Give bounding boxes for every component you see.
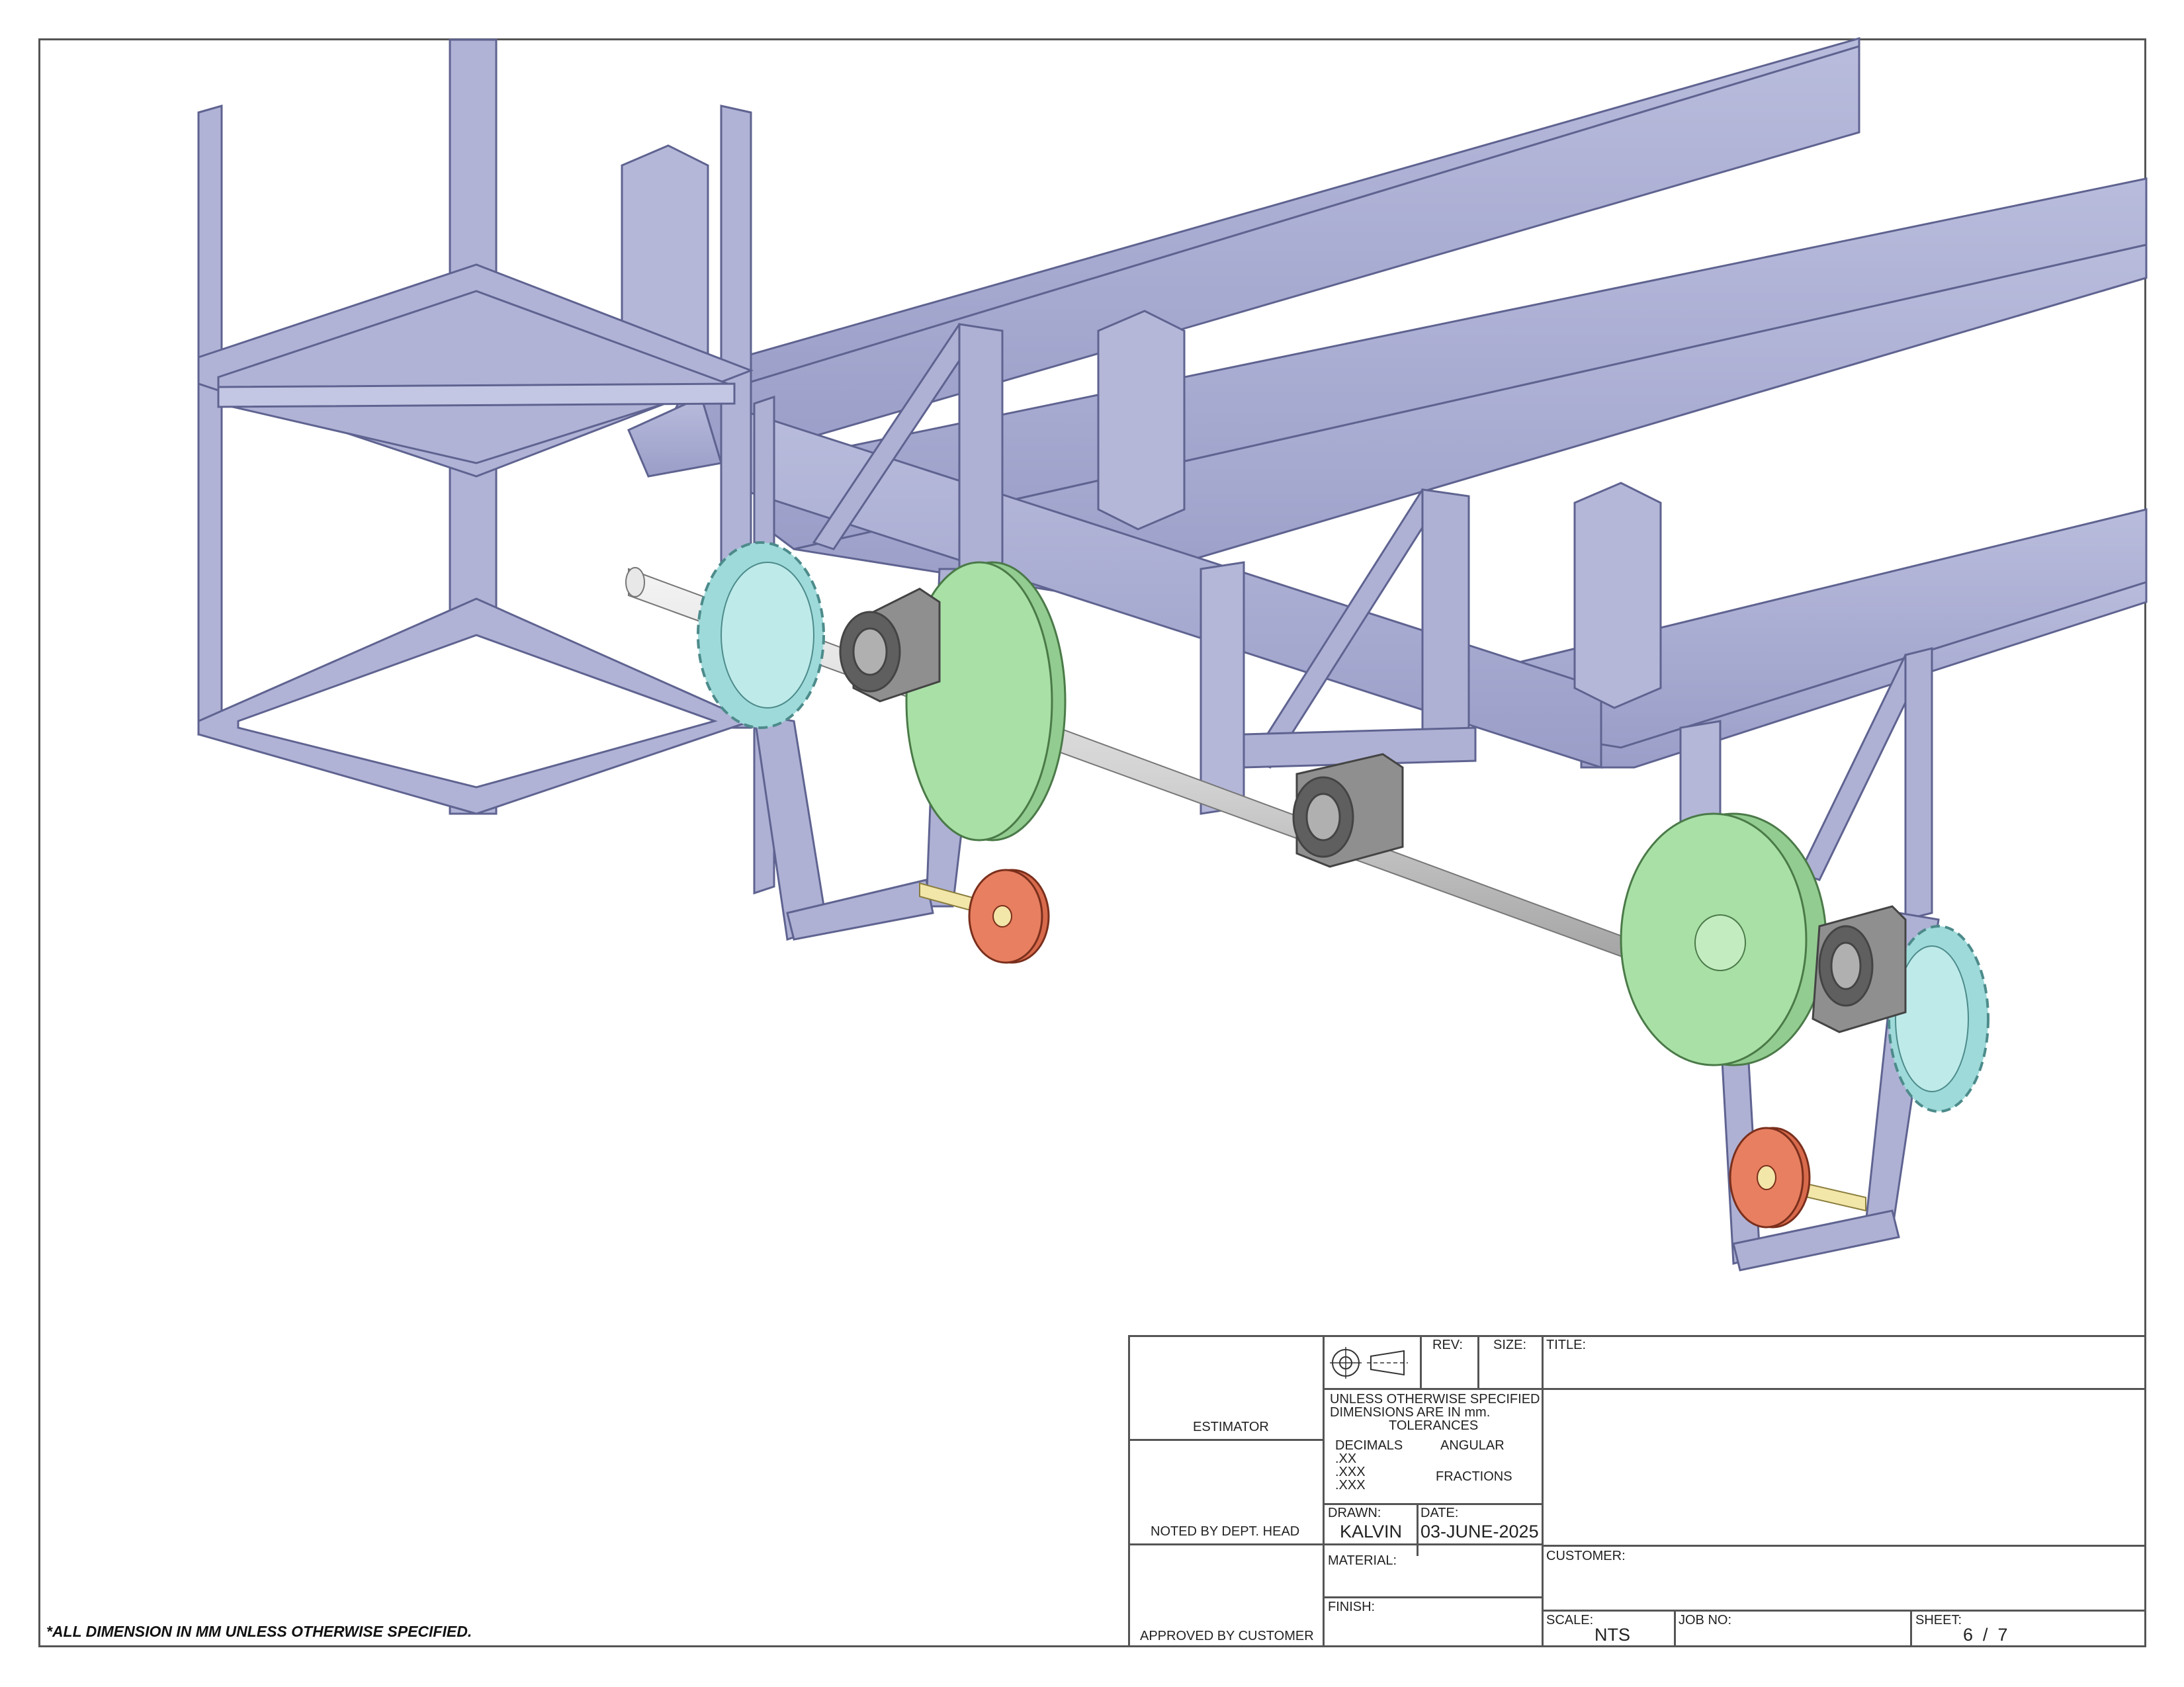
date-value: 03-JUNE-2025 <box>1420 1522 1539 1541</box>
middle-bearing <box>1292 753 1404 868</box>
approved-by-label: APPROVED BY CUSTOMER <box>1140 1629 1314 1643</box>
date-label: DATE: <box>1420 1506 1459 1520</box>
left-idler <box>919 869 1050 964</box>
left-pulley <box>905 561 1067 842</box>
middle-bracket <box>1243 488 1477 769</box>
third-angle-projection-icon <box>1330 1347 1408 1379</box>
left-cage-frame <box>197 38 754 815</box>
xxx-label-2: .XXX <box>1335 1478 1366 1492</box>
tolerance-line3: TOLERANCES <box>1389 1418 1479 1433</box>
angular-label: ANGULAR <box>1440 1438 1505 1453</box>
decimals-label: DECIMALS <box>1335 1438 1403 1453</box>
vertical-posts <box>621 144 1722 914</box>
scale-value: NTS <box>1594 1625 1630 1645</box>
tolerance-line1: UNLESS OTHERWISE SPECIFIED <box>1330 1392 1540 1406</box>
customer-label: CUSTOMER: <box>1546 1549 1626 1563</box>
drawing-border <box>38 38 2146 1647</box>
size-label: SIZE: <box>1493 1338 1527 1352</box>
right-pulley <box>1620 812 1827 1066</box>
bearings <box>839 587 1907 1033</box>
scale-label: SCALE: <box>1546 1613 1594 1627</box>
job-no-label: JOB NO: <box>1679 1613 1732 1627</box>
drawn-label: DRAWN: <box>1328 1506 1381 1520</box>
left-bearing <box>839 587 941 703</box>
right-idler <box>1729 1127 1866 1229</box>
drawn-value: KALVIN <box>1340 1522 1403 1541</box>
rev-label: REV: <box>1432 1338 1463 1352</box>
tolerance-line2: DIMENSIONS ARE IN mm. <box>1330 1405 1491 1420</box>
left-sprocket <box>697 541 825 729</box>
xxx-label-1: .XXX <box>1335 1465 1366 1479</box>
material-label: MATERIAL: <box>1328 1553 1397 1568</box>
right-sprocket <box>1888 925 1989 1113</box>
fractions-label: FRACTIONS <box>1436 1469 1512 1484</box>
estimator-label: ESTIMATOR <box>1193 1420 1269 1434</box>
general-note: *ALL DIMENSION IN MM UNLESS OTHERWISE SP… <box>46 1623 472 1640</box>
noted-by-label: NOTED BY DEPT. HEAD <box>1151 1524 1300 1539</box>
sheet-value: 6 / 7 <box>1963 1625 2008 1645</box>
right-bearing <box>1812 905 1907 1033</box>
sheet-label: SHEET: <box>1915 1613 1962 1627</box>
finish-label: FINISH: <box>1328 1600 1376 1614</box>
xx-label: .XX <box>1335 1451 1357 1466</box>
title-block: ESTIMATOR NOTED BY DEPT. HEAD APPROVED B… <box>1128 1335 2146 1647</box>
title-label: TITLE: <box>1546 1338 1587 1352</box>
